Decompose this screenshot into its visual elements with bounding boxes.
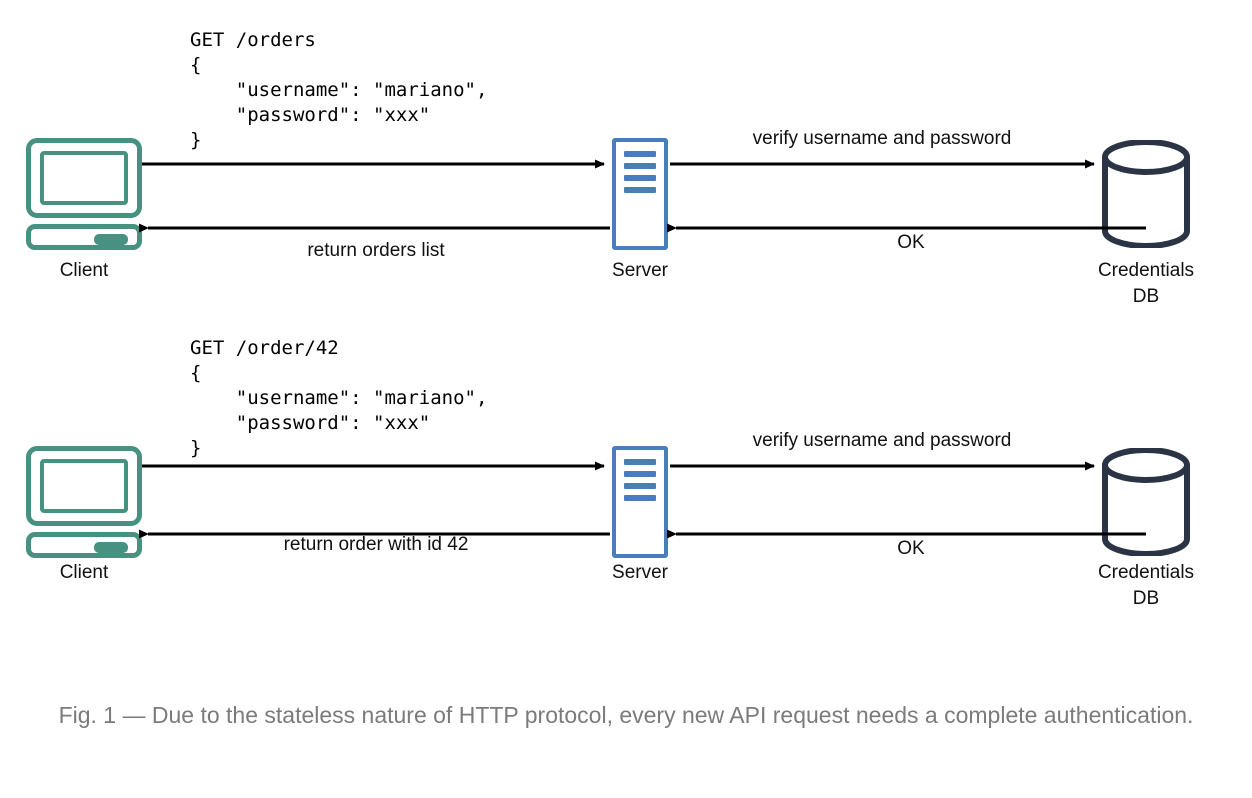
monitor-bezel	[26, 446, 142, 526]
monitor-screen	[40, 459, 128, 513]
database-label-line1-2: Credentials	[1097, 562, 1195, 583]
server-bar	[624, 151, 656, 157]
figure-caption: Fig. 1 — Due to the stateless nature of …	[58, 702, 1194, 728]
client-computer-icon-2	[26, 446, 142, 558]
edge-label-verify-1: verify username and password	[752, 128, 1012, 149]
request-code-block-1: GET /orders { "username": "mariano", "pa…	[190, 29, 488, 151]
monitor-screen	[40, 151, 128, 205]
server-bars	[624, 459, 656, 501]
request-code-block-2: GET /order/42 { "username": "mariano", "…	[190, 337, 488, 459]
client-label-2: Client	[59, 562, 109, 583]
client-computer-icon-1	[26, 138, 142, 250]
server-icon-1	[612, 138, 668, 250]
database-cylinder-icon-1	[1102, 140, 1190, 248]
server-bar	[624, 163, 656, 169]
keyboard-base	[26, 224, 142, 250]
server-label-2: Server	[612, 562, 668, 583]
database-label-line2-1: DB	[1132, 286, 1160, 307]
edge-label-ok-2: OK	[897, 538, 925, 559]
database-label-line1-1: Credentials	[1097, 260, 1195, 281]
client-label-1: Client	[59, 260, 109, 281]
server-bar	[624, 187, 656, 193]
edge-label-return-2: return order with id 42	[283, 534, 469, 555]
server-bar	[624, 483, 656, 489]
server-label-1: Server	[612, 260, 668, 281]
keyboard-base	[26, 532, 142, 558]
server-bar	[624, 175, 656, 181]
trackpad	[94, 542, 128, 553]
edge-label-return-1: return orders list	[307, 240, 445, 261]
server-bar	[624, 495, 656, 501]
server-bars	[624, 151, 656, 193]
monitor-bezel	[26, 138, 142, 218]
database-label-line2-2: DB	[1132, 588, 1160, 609]
database-cylinder-icon-2	[1102, 448, 1190, 556]
server-icon-2	[612, 446, 668, 558]
edge-label-ok-1: OK	[897, 232, 925, 253]
server-bar	[624, 459, 656, 465]
trackpad	[94, 234, 128, 245]
server-bar	[624, 471, 656, 477]
edge-label-verify-2: verify username and password	[752, 430, 1012, 451]
